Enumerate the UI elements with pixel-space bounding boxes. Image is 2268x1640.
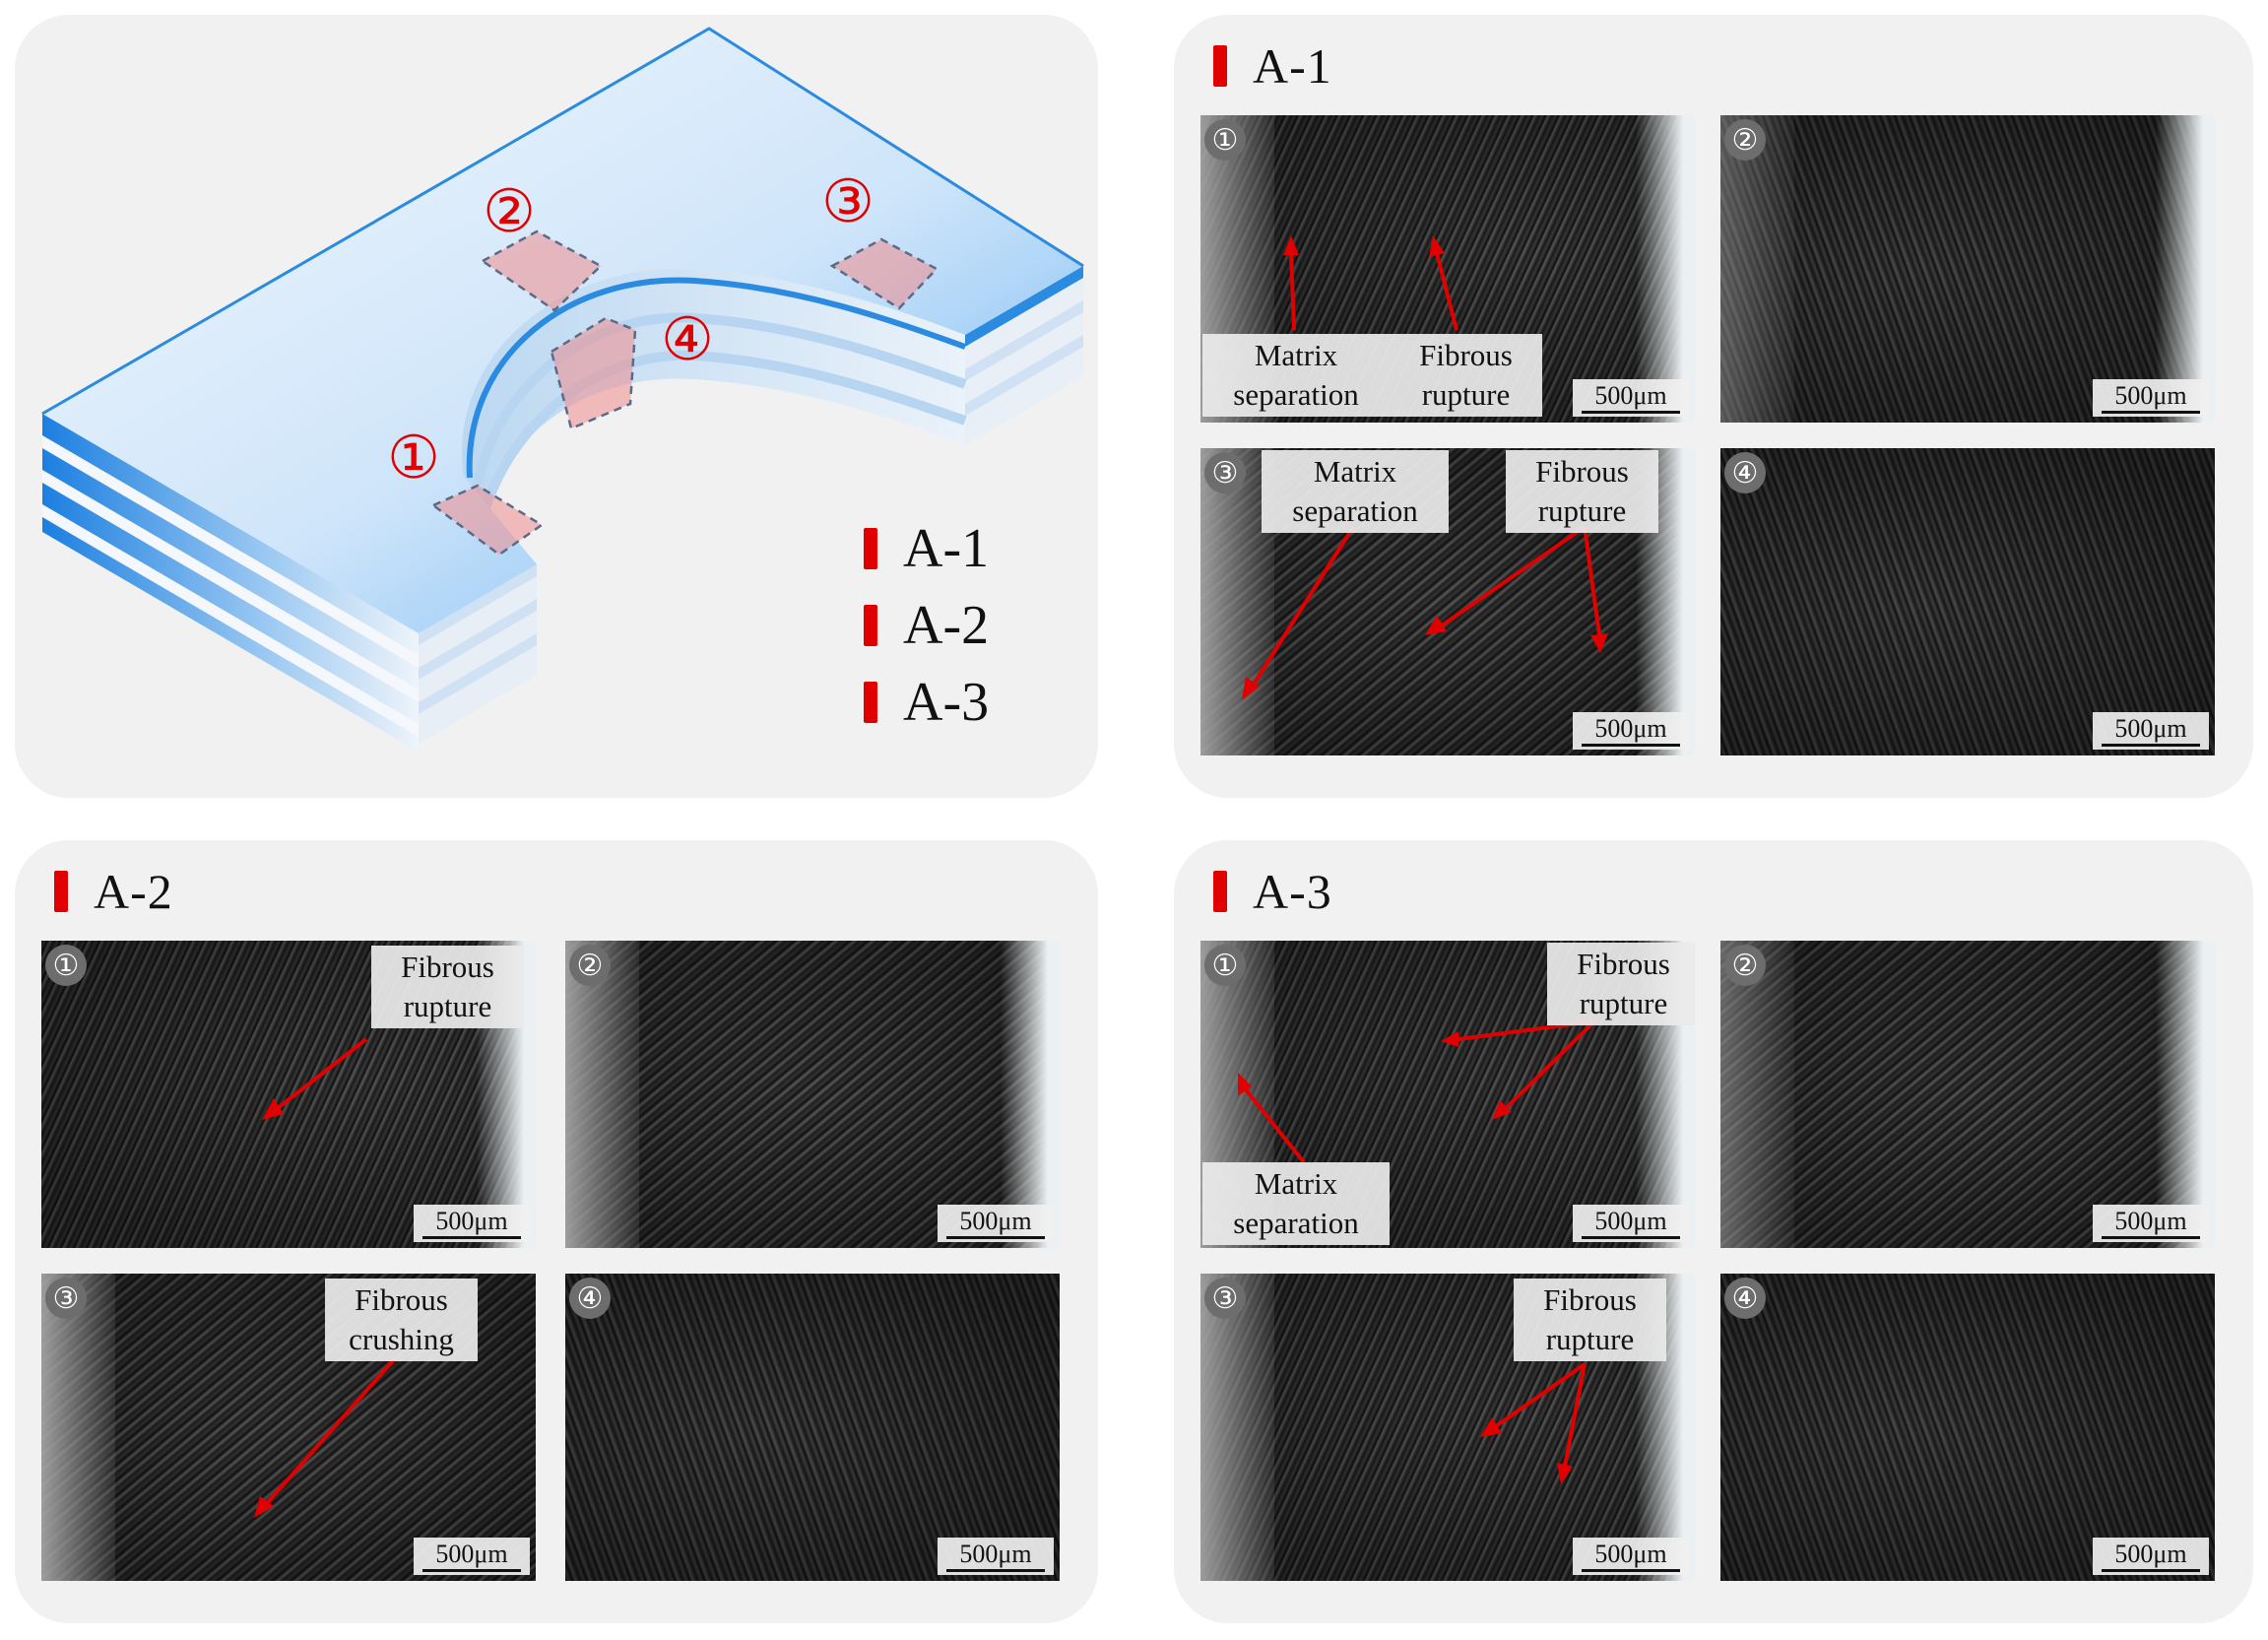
- scale-bar: 500μm: [2093, 1205, 2209, 1242]
- scale-bar: 500μm: [414, 1538, 530, 1575]
- legend-bar: [864, 605, 877, 646]
- scale-bar: 500μm: [1573, 1538, 1689, 1575]
- micrograph-2: ② 500μm: [565, 941, 1060, 1248]
- plate-side-layers: [42, 266, 1083, 752]
- marker-4: ④: [661, 305, 714, 374]
- image-number: ②: [1724, 945, 1766, 986]
- panel-title: A-3: [1213, 862, 1332, 921]
- scale-bar: 500μm: [1573, 379, 1689, 417]
- image-number: ④: [1724, 452, 1766, 493]
- marker-3: ③: [821, 167, 875, 236]
- micrograph-2: ② 500μm: [1720, 115, 2215, 423]
- image-number: ③: [45, 1278, 87, 1319]
- micrograph-2: ② 500μm: [1720, 941, 2215, 1248]
- micrograph-4: ④ 500μm: [1720, 448, 2215, 755]
- image-number: ①: [1204, 119, 1246, 161]
- scale-bar: 500μm: [414, 1205, 530, 1242]
- title-bar: [54, 871, 68, 912]
- legend-bar: [864, 528, 877, 569]
- scale-bar: 500μm: [938, 1205, 1054, 1242]
- micrograph-4: ④ 500μm: [1720, 1274, 2215, 1581]
- panel-title: A-2: [54, 862, 173, 921]
- marker-2: ②: [483, 177, 536, 246]
- image-number: ①: [1204, 945, 1246, 986]
- micrograph-4: ④ 500μm: [565, 1274, 1060, 1581]
- scale-bar: 500μm: [1573, 712, 1689, 750]
- image-number: ③: [1204, 1278, 1246, 1319]
- panel-title: A-1: [1213, 36, 1332, 96]
- image-number: ③: [1204, 452, 1246, 493]
- plate-top-face: [42, 29, 1083, 633]
- legend-a1: A-1: [864, 517, 989, 580]
- image-number: ②: [569, 945, 611, 986]
- title-bar: [1213, 871, 1227, 912]
- image-number: ①: [45, 945, 87, 986]
- legend-a2: A-2: [864, 594, 989, 657]
- scale-bar: 500μm: [1573, 1205, 1689, 1242]
- legend-bar: [864, 682, 877, 723]
- legend-a3: A-3: [864, 671, 989, 734]
- overview-panel: ② ③ ④ ① A-1 A-2 A-3: [15, 15, 1098, 798]
- scale-bar: 500μm: [2093, 1538, 2209, 1575]
- title-bar: [1213, 45, 1227, 87]
- scale-bar: 500μm: [2093, 712, 2209, 750]
- image-number: ②: [1724, 119, 1766, 161]
- scale-bar: 500μm: [2093, 379, 2209, 417]
- scale-bar: 500μm: [938, 1538, 1054, 1575]
- image-number: ④: [569, 1278, 611, 1319]
- damage-regions: [430, 230, 940, 557]
- laminate-plate-diagram: ② ③ ④ ①: [41, 27, 1084, 752]
- marker-1: ①: [387, 424, 440, 492]
- image-number: ④: [1724, 1278, 1766, 1319]
